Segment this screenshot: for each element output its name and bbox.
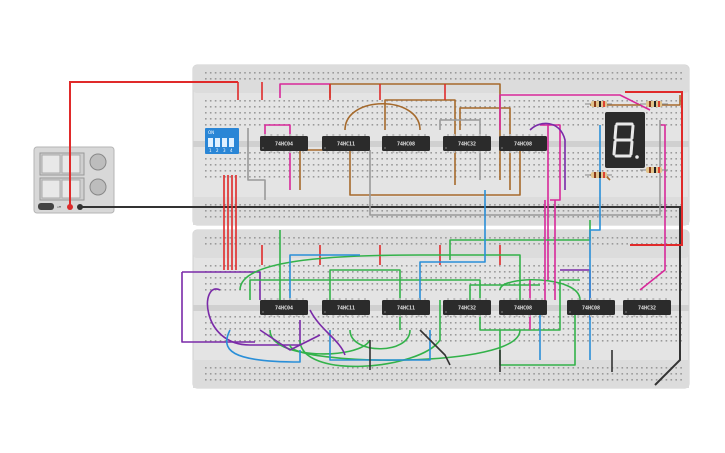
dip-switch[interactable]: ON 1 2 3 4 [205,128,239,154]
chip-label: 74HC11 [337,306,355,312]
chip-label: 74HC08 [514,306,532,312]
ic-chip[interactable]: 74HC04 [260,134,308,153]
chips-bottom[interactable]: 74HC04 74HC11 74HC11 74HC32 74HC08 74HC08 74HC… [260,298,671,317]
chip-label: 74HC32 [638,306,656,312]
breadboard-top[interactable] [192,64,690,226]
ic-chip[interactable]: 74HC32 [443,298,491,317]
chip-label: 74HC11 [337,142,355,148]
chip-label: 74HC32 [458,306,476,312]
ic-chip[interactable]: 74HC08 [567,298,615,317]
chip-label: 74HC08 [397,142,415,148]
ic-chip[interactable]: 74HC11 [322,298,370,317]
power-supply[interactable]: off [33,146,115,214]
voltage-knob[interactable] [89,153,107,171]
rail-jumpers [223,82,501,270]
resistors[interactable] [585,101,668,178]
resistor [585,101,612,107]
ic-chip[interactable]: 74HC08 [499,298,547,317]
current-knob[interactable] [89,178,107,196]
chip-label: 74HC11 [397,306,415,312]
chip-label: 74HC32 [458,142,476,148]
dip-position-4: 4 [230,148,233,153]
resistor [585,172,612,178]
ic-chip[interactable]: 74HC32 [443,134,491,153]
breadboard-holes [205,72,682,218]
ic-chip[interactable]: 74HC11 [382,298,430,317]
dip-switch-on-label: ON [208,130,214,135]
chip-label: 74HC08 [514,142,532,148]
dip-toggle-3[interactable] [222,138,227,147]
dip-toggle-2[interactable] [215,138,220,147]
resistor [640,101,668,107]
ic-chip[interactable]: 74HC04 [260,298,308,317]
chip-label: 74HC08 [582,306,600,312]
dip-toggle-1[interactable] [208,138,213,147]
ic-chip[interactable]: 74HC08 [499,134,547,153]
ic-chip[interactable]: 74HC11 [322,134,370,153]
dip-position-1: 1 [209,148,212,153]
chip-label: 74HC04 [275,142,293,148]
resistor [640,167,668,173]
ic-chip[interactable]: 74HC08 [382,134,430,153]
power-wires [69,81,683,386]
chips-top[interactable]: 74HC04 74HC11 74HC08 74HC32 74HC08 [260,134,547,153]
seven-segment-digit [612,122,635,158]
seven-segment-display[interactable] [605,112,645,168]
ic-chip[interactable]: 74HC32 [623,298,671,317]
dip-toggle-4[interactable] [229,138,234,147]
dip-position-2: 2 [216,148,219,153]
dip-position-3: 3 [223,148,226,153]
power-switch-label: off [57,205,62,209]
chip-label: 74HC04 [275,306,293,312]
power-switch[interactable] [38,203,54,210]
